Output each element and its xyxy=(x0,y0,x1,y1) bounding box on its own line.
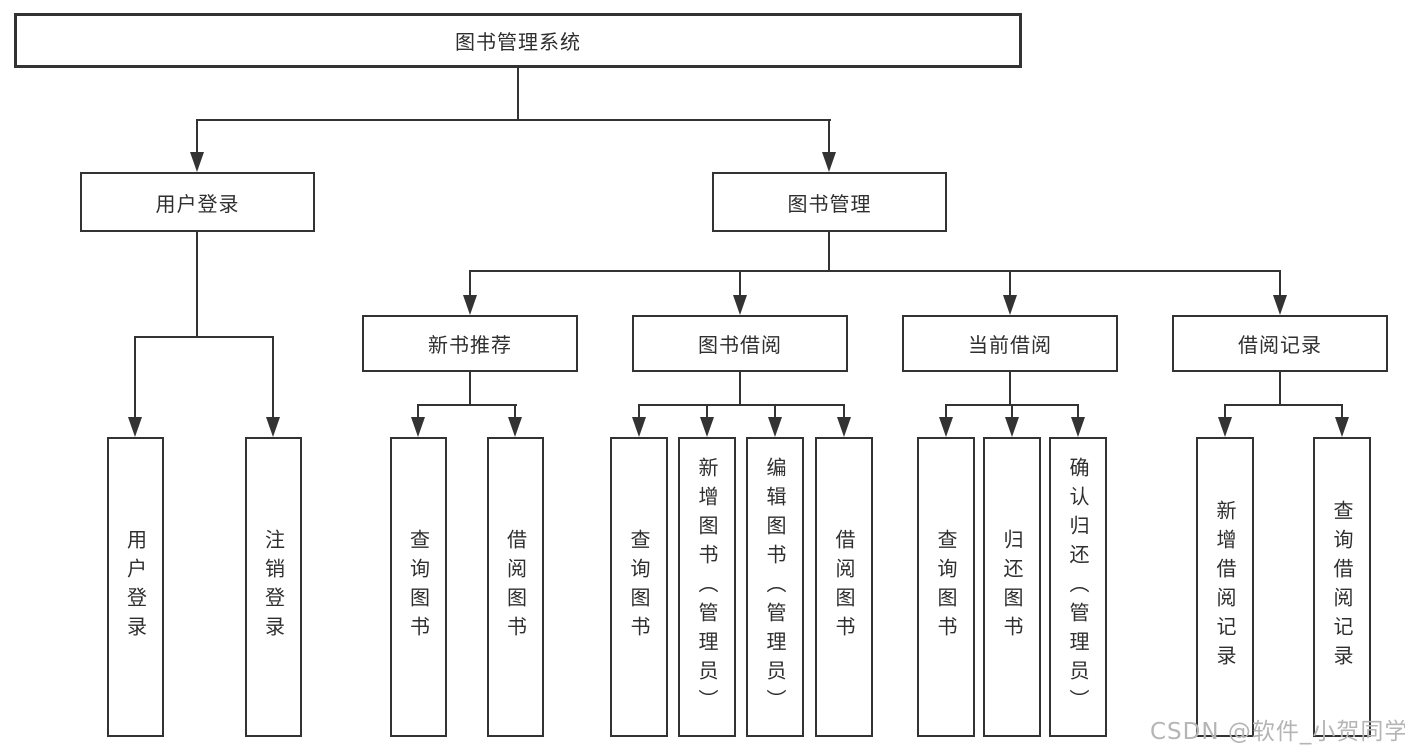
connector-line xyxy=(1011,404,1013,418)
node-borrowing-records-label: 借阅记录 xyxy=(1238,333,1322,357)
arrow-down-icon xyxy=(266,417,280,437)
node-leaf-borrow-books: 借阅图书 xyxy=(815,437,873,737)
node-current-borrowing-label: 当前借阅 xyxy=(968,333,1052,357)
arrow-down-icon xyxy=(128,417,142,437)
node-leaf-return-books: 归还图书 xyxy=(983,437,1041,737)
node-book-borrowing: 图书借阅 xyxy=(632,315,848,372)
arrow-down-icon xyxy=(939,417,953,437)
node-leaf-query-books-borrowing: 查询图书 xyxy=(610,437,668,737)
arrow-down-icon xyxy=(411,417,425,437)
node-leaf-confirm-return-admin-label: 确认归还（管理员） xyxy=(1066,456,1090,718)
arrow-down-icon xyxy=(700,417,714,437)
node-leaf-return-books-label: 归还图书 xyxy=(1000,529,1024,645)
connector-line xyxy=(774,404,776,418)
watermark: CSDN @软件_小贺同学 xyxy=(1150,719,1405,745)
node-leaf-query-borrow-record: 查询借阅记录 xyxy=(1313,437,1371,737)
connector-line xyxy=(739,372,741,406)
connector-line xyxy=(469,372,471,406)
connector-line xyxy=(469,270,1281,272)
arrow-down-icon xyxy=(1071,417,1085,437)
node-leaf-add-book-admin-label: 新增图书（管理员） xyxy=(695,456,719,718)
arrow-down-icon xyxy=(1005,417,1019,437)
node-leaf-confirm-return-admin: 确认归还（管理员） xyxy=(1049,437,1107,737)
connector-line xyxy=(1009,270,1011,296)
connector-line xyxy=(196,119,198,153)
connector-line xyxy=(196,119,831,121)
connector-line xyxy=(134,336,274,338)
connector-line xyxy=(638,404,640,418)
node-leaf-borrow-books-label: 借阅图书 xyxy=(832,529,856,645)
node-new-book-recommendation-label: 新书推荐 xyxy=(428,333,512,357)
node-book-management-branch: 图书管理 xyxy=(712,172,947,232)
connector-line xyxy=(1279,270,1281,296)
connector-line xyxy=(196,232,198,338)
connector-line xyxy=(1279,372,1281,406)
node-leaf-add-borrow-record: 新增借阅记录 xyxy=(1196,437,1254,737)
arrow-down-icon xyxy=(632,417,646,437)
connector-line xyxy=(945,404,947,418)
connector-line xyxy=(706,404,708,418)
node-new-book-recommendation: 新书推荐 xyxy=(362,315,578,372)
arrow-down-icon xyxy=(822,152,836,172)
connector-line xyxy=(843,404,845,418)
node-leaf-borrow-books-recommend-label: 借阅图书 xyxy=(503,529,528,645)
node-user-login-branch-label: 用户登录 xyxy=(155,191,240,216)
connector-line xyxy=(1224,404,1343,406)
connector-line xyxy=(134,336,136,417)
node-leaf-query-books-current: 查询图书 xyxy=(917,437,975,737)
connector-line xyxy=(1077,404,1079,418)
arrow-down-icon xyxy=(1335,417,1349,437)
arrow-down-icon xyxy=(1003,295,1017,315)
node-leaf-edit-book-admin-label: 编辑图书（管理员） xyxy=(763,456,787,718)
connector-line xyxy=(469,270,471,296)
arrow-down-icon xyxy=(190,152,204,172)
node-leaf-user-login-label: 用户登录 xyxy=(123,529,148,645)
arrow-down-icon xyxy=(1273,295,1287,315)
connector-line xyxy=(828,119,830,153)
connector-line xyxy=(739,270,741,296)
connector-line xyxy=(272,336,274,417)
node-leaf-logout: 注销登录 xyxy=(245,437,302,737)
node-leaf-user-login: 用户登录 xyxy=(107,437,164,737)
node-book-management-branch-label: 图书管理 xyxy=(787,191,872,216)
node-library-system: 图书管理系统 xyxy=(14,13,1022,68)
node-leaf-query-books-recommend-label: 查询图书 xyxy=(406,529,431,645)
node-leaf-logout-label: 注销登录 xyxy=(261,529,286,645)
node-leaf-query-books-recommend: 查询图书 xyxy=(390,437,447,737)
arrow-down-icon xyxy=(768,417,782,437)
connector-line xyxy=(1224,404,1226,418)
connector-line xyxy=(1009,372,1011,406)
node-leaf-add-book-admin: 新增图书（管理员） xyxy=(678,437,736,737)
node-current-borrowing: 当前借阅 xyxy=(902,315,1118,372)
arrow-down-icon xyxy=(837,417,851,437)
connector-line xyxy=(417,404,517,406)
node-leaf-query-books-current-label: 查询图书 xyxy=(934,529,958,645)
node-book-borrowing-label: 图书借阅 xyxy=(698,333,782,357)
connector-line xyxy=(514,404,516,418)
node-user-login-branch: 用户登录 xyxy=(80,172,315,232)
arrow-down-icon xyxy=(463,295,477,315)
connector-line xyxy=(638,404,845,406)
node-borrowing-records: 借阅记录 xyxy=(1172,315,1388,372)
connector-line xyxy=(828,232,830,272)
node-leaf-edit-book-admin: 编辑图书（管理员） xyxy=(746,437,804,737)
node-leaf-add-borrow-record-label: 新增借阅记录 xyxy=(1213,500,1237,674)
connector-line xyxy=(517,68,519,120)
arrow-down-icon xyxy=(508,417,522,437)
node-library-system-label: 图书管理系统 xyxy=(455,30,581,54)
node-leaf-query-books-borrowing-label: 查询图书 xyxy=(627,529,651,645)
arrow-down-icon xyxy=(1218,417,1232,437)
connector-line xyxy=(417,404,419,418)
node-leaf-query-borrow-record-label: 查询借阅记录 xyxy=(1330,500,1354,674)
arrow-down-icon xyxy=(733,295,747,315)
node-leaf-borrow-books-recommend: 借阅图书 xyxy=(487,437,544,737)
connector-line xyxy=(1341,404,1343,418)
